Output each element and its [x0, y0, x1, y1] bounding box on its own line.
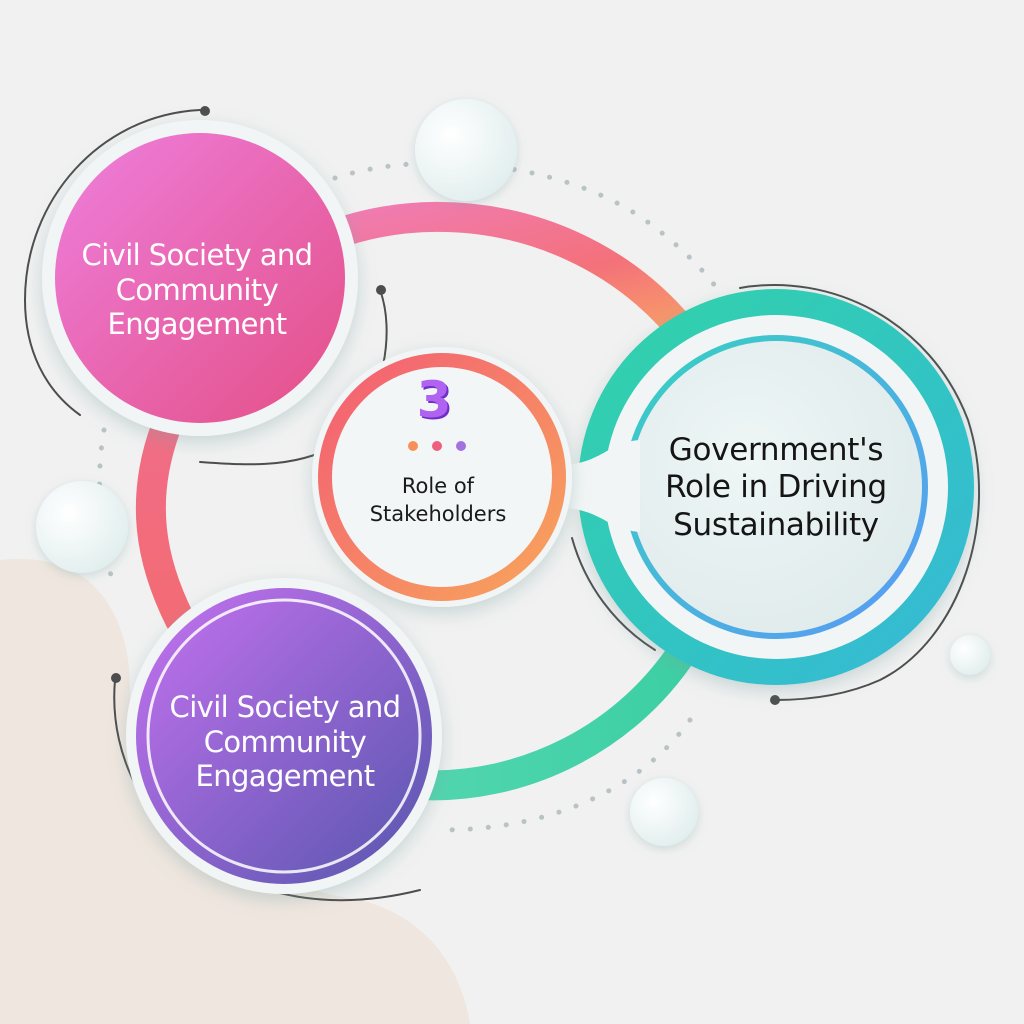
node-purple-line: Civil Society and [169, 689, 402, 724]
node-pink-line: Civil Society and [81, 237, 314, 272]
hub-connector [560, 440, 640, 532]
connector-arc-left [135, 415, 195, 635]
hub-dots [408, 441, 466, 451]
node-pink-line: Community [115, 272, 279, 307]
dotted-arcs [97, 160, 743, 833]
node-pink [42, 120, 358, 436]
connector-arc-bottom [405, 625, 705, 801]
node-teal [578, 289, 974, 685]
node-teal-line: Sustainability [673, 506, 879, 543]
hub-title-line: Stakeholders [369, 502, 507, 527]
node-purple-label: Civil Society and Community Engagement [150, 672, 420, 812]
node-teal-line: Government's [668, 432, 884, 469]
node-purple [126, 578, 442, 894]
node-pink-line: Engagement [107, 307, 288, 342]
decorative-bubbles [36, 99, 990, 846]
hub-title-line: Role of [401, 474, 475, 498]
hub-circle [312, 347, 572, 607]
node-teal-label: Government's Role in Driving Sustainabil… [645, 418, 907, 558]
node-purple-line: Engagement [195, 759, 376, 794]
hub-title: Role of Stakeholders [338, 472, 538, 542]
hub-number: 3 [416, 371, 452, 429]
node-pink-label: Civil Society and Community Engagement [62, 220, 332, 360]
node-teal-line: Role in Driving [665, 469, 887, 506]
node-purple-line: Community [203, 724, 367, 759]
arc-end-dots [111, 106, 780, 705]
